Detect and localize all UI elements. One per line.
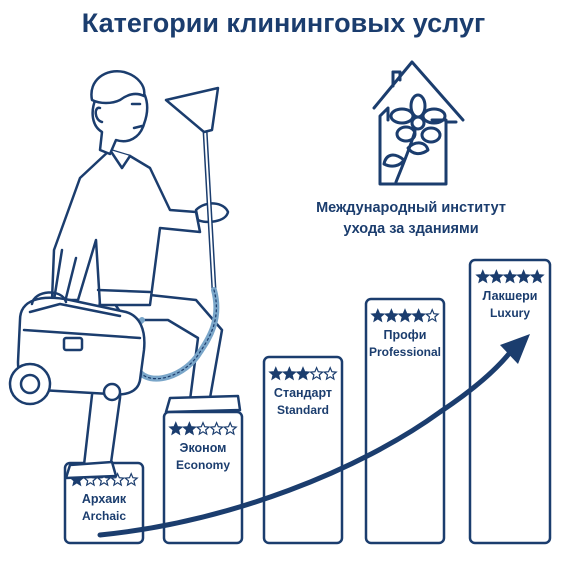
step-name-en: Professional: [368, 345, 442, 359]
organization-line-2: ухода за зданиями: [343, 221, 479, 237]
star-empty-icon: [123, 472, 139, 487]
star-empty-icon: [424, 308, 440, 323]
star-filled-icon: [411, 308, 427, 323]
step-box-professional: [364, 297, 446, 545]
star-filled-icon: [397, 308, 413, 323]
star-empty-icon: [96, 472, 112, 487]
star-empty-icon: [209, 421, 225, 436]
man-with-vacuum-cleaner-icon: [8, 69, 242, 480]
star-filled-icon: [295, 366, 311, 381]
star-filled-icon: [268, 366, 284, 381]
organization-line-1: Международный институт: [316, 200, 506, 216]
step-name-en: Archaic: [81, 509, 127, 523]
house-flower-logo-icon: [372, 60, 465, 186]
star-filled-icon: [516, 269, 532, 284]
step-box-standard: [262, 355, 344, 545]
step-name-en: Economy: [175, 458, 230, 472]
star-empty-icon: [222, 421, 238, 436]
step-name-en: Luxury: [489, 306, 530, 320]
star-empty-icon: [322, 366, 338, 381]
star-filled-icon: [168, 421, 184, 436]
step-box-luxury: [468, 258, 552, 545]
star-filled-icon: [529, 269, 545, 284]
step-name-ru: Стандарт: [273, 386, 333, 400]
step-name-ru: Профи: [383, 328, 427, 342]
star-filled-icon: [281, 366, 297, 381]
step-name-ru: Эконом: [179, 441, 227, 455]
step-name-en: Standard: [276, 403, 329, 417]
page-title: Категории клининговых услуг: [81, 8, 486, 38]
star-filled-icon: [181, 421, 197, 436]
star-filled-icon: [488, 269, 504, 284]
organization-name: Международный институт ухода за зданиями: [286, 198, 536, 240]
star-filled-icon: [383, 308, 399, 323]
star-empty-icon: [309, 366, 325, 381]
star-filled-icon: [370, 308, 386, 323]
step-name-ru: Лакшери: [482, 289, 538, 303]
growth-arrow-icon: [97, 334, 530, 538]
star-empty-icon: [110, 472, 126, 487]
step-name-ru: Архаик: [81, 492, 127, 506]
star-filled-icon: [475, 269, 491, 284]
star-filled-icon: [502, 269, 518, 284]
star-empty-icon: [195, 421, 211, 436]
